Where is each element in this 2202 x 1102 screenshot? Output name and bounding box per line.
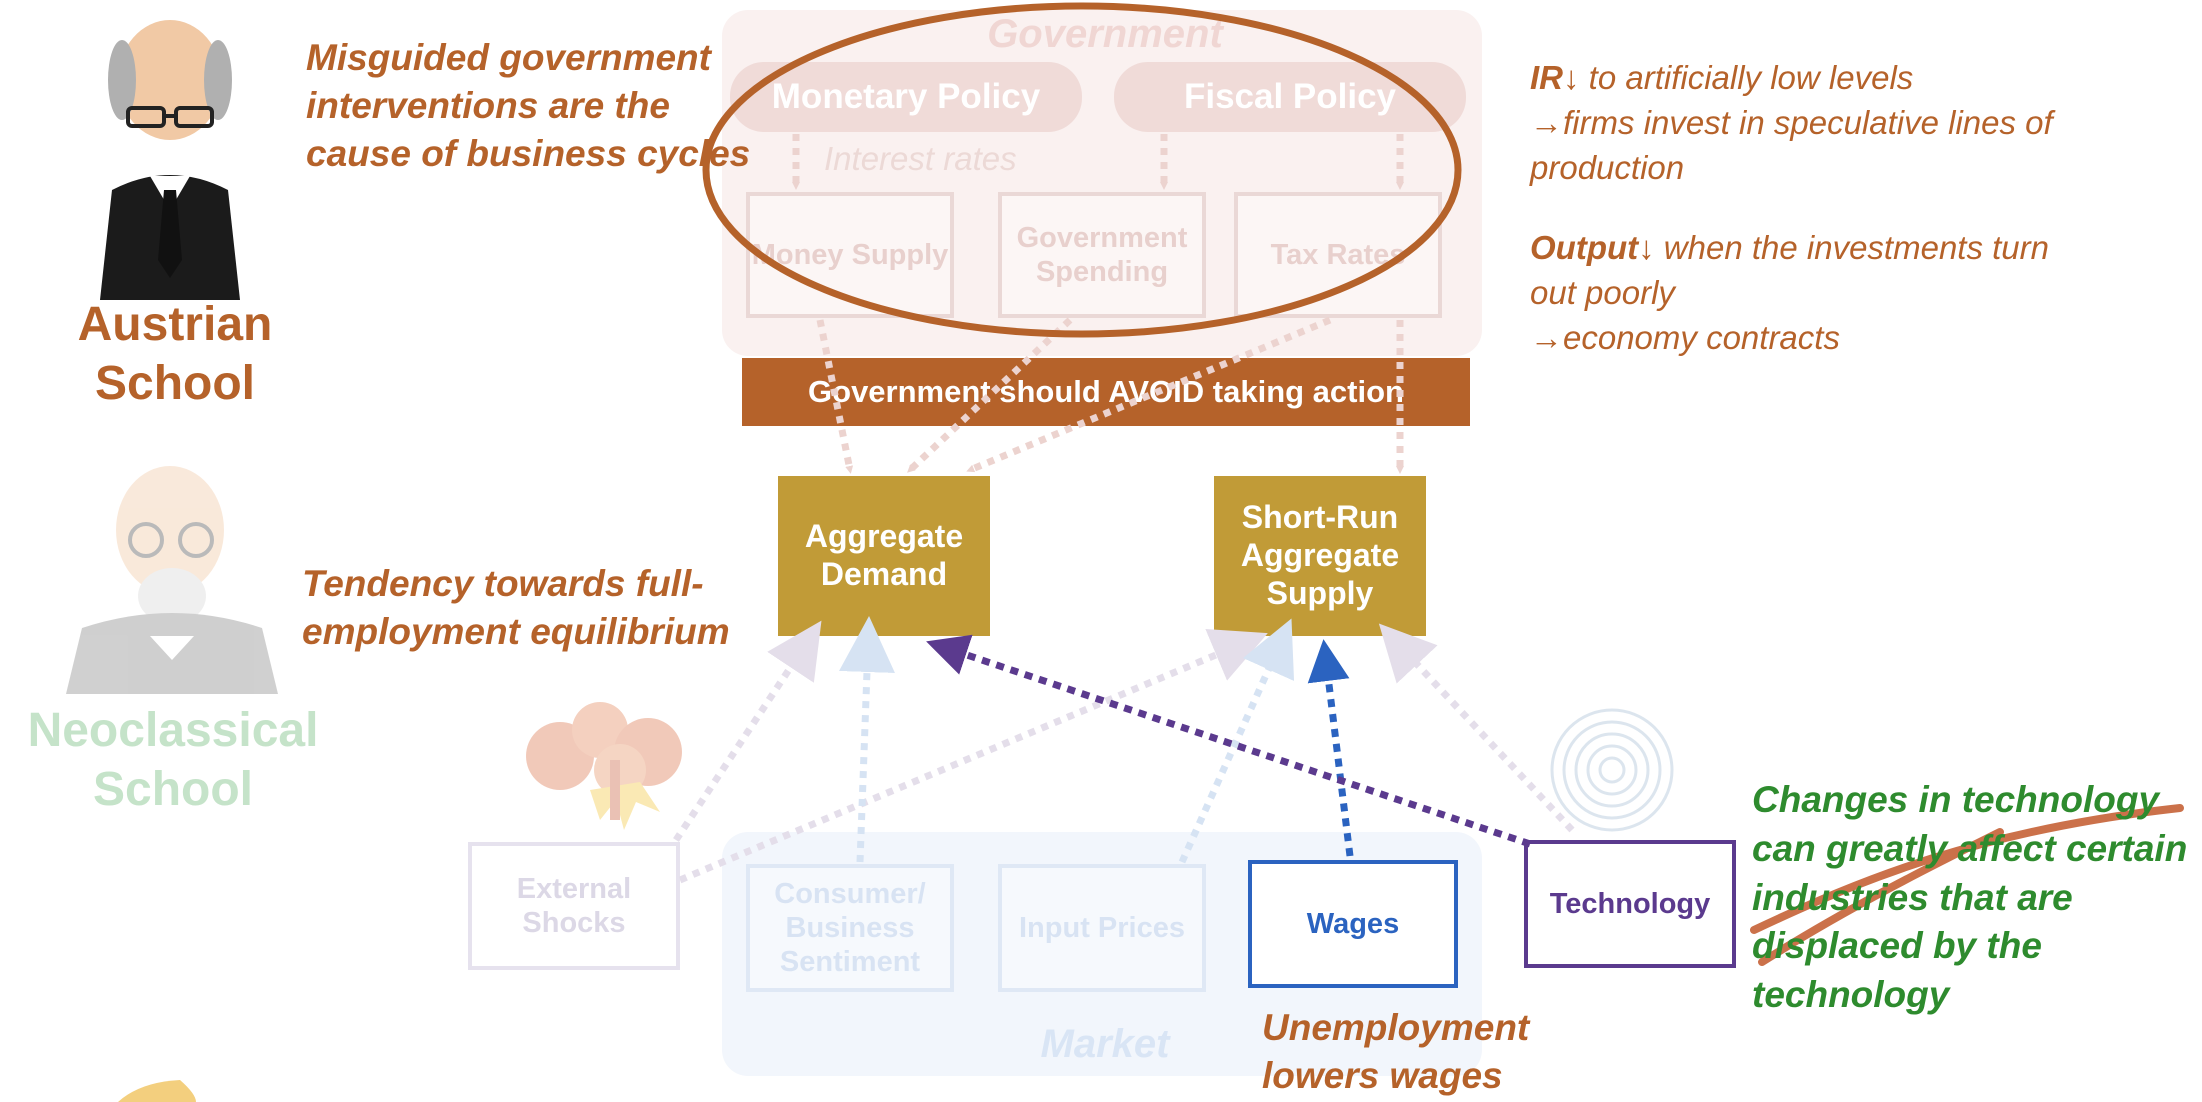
input-prices-box: Input Prices bbox=[998, 864, 1206, 992]
unemployment-wages-note: Unemployment lowers wages bbox=[1262, 1007, 1530, 1097]
austrian-school-label: Austrian School bbox=[77, 298, 273, 410]
ir-consequence: →firms invest in speculative lines of pr… bbox=[1530, 103, 2053, 186]
ir-label: IR↓ bbox=[1530, 59, 1580, 96]
third-school-avatar-partial bbox=[118, 1080, 196, 1102]
market-arrows bbox=[673, 616, 1575, 884]
government-title: Government bbox=[987, 12, 1223, 56]
consumer-sentiment-box: Consumer/ Business Sentiment bbox=[746, 864, 954, 992]
output-consequence: →economy contracts bbox=[1530, 318, 1840, 356]
neoclassical-school-label: Neoclassical School bbox=[27, 704, 319, 816]
policy-ellipse bbox=[702, 2, 1462, 338]
misguided-interventions-note: Misguided government interventions are t… bbox=[306, 37, 751, 175]
interest-rates-label: Interest rates bbox=[824, 140, 1017, 177]
short-run-aggregate-supply-box: Short-Run Aggregate Supply bbox=[1214, 476, 1426, 636]
technology-to-ad-arrow bbox=[926, 634, 1532, 848]
tendency-equilibrium-note: Tendency towards full-employment equilib… bbox=[302, 563, 730, 653]
external-shocks-box: External Shocks bbox=[468, 842, 680, 970]
output-note: Output↓ when the investments turn out po… bbox=[1530, 226, 2090, 361]
neoclassical-economist-avatar bbox=[66, 466, 278, 694]
government-spending-box: Government Spending bbox=[998, 192, 1206, 318]
explosion-icon bbox=[526, 702, 682, 830]
wages-to-srsa-arrow bbox=[1307, 639, 1354, 857]
market-title: Market bbox=[1040, 1022, 1170, 1066]
ir-text: to artificially low levels bbox=[1579, 59, 1914, 96]
wages-box: Wages bbox=[1248, 860, 1458, 988]
interest-rate-note: IR↓ to artificially low levels →firms in… bbox=[1530, 56, 2090, 191]
austrian-economist-avatar bbox=[100, 20, 240, 300]
tax-rates-box: Tax Rates bbox=[1234, 192, 1442, 318]
aggregate-demand-box: Aggregate Demand bbox=[778, 476, 990, 636]
output-label: Output↓ bbox=[1530, 229, 1655, 266]
scribble-mark bbox=[1750, 804, 2184, 966]
technology-box: Technology bbox=[1524, 840, 1736, 968]
government-arrows bbox=[792, 134, 1404, 474]
output-text: when the investments turn out poorly bbox=[1530, 229, 2049, 311]
technology-change-note: Changes in technology can greatly affect… bbox=[1752, 779, 2188, 1016]
fiscal-policy-pill: Fiscal Policy bbox=[1114, 62, 1466, 132]
monetary-policy-pill: Monetary Policy bbox=[730, 62, 1082, 132]
fingerprint-icon bbox=[1550, 708, 1674, 832]
